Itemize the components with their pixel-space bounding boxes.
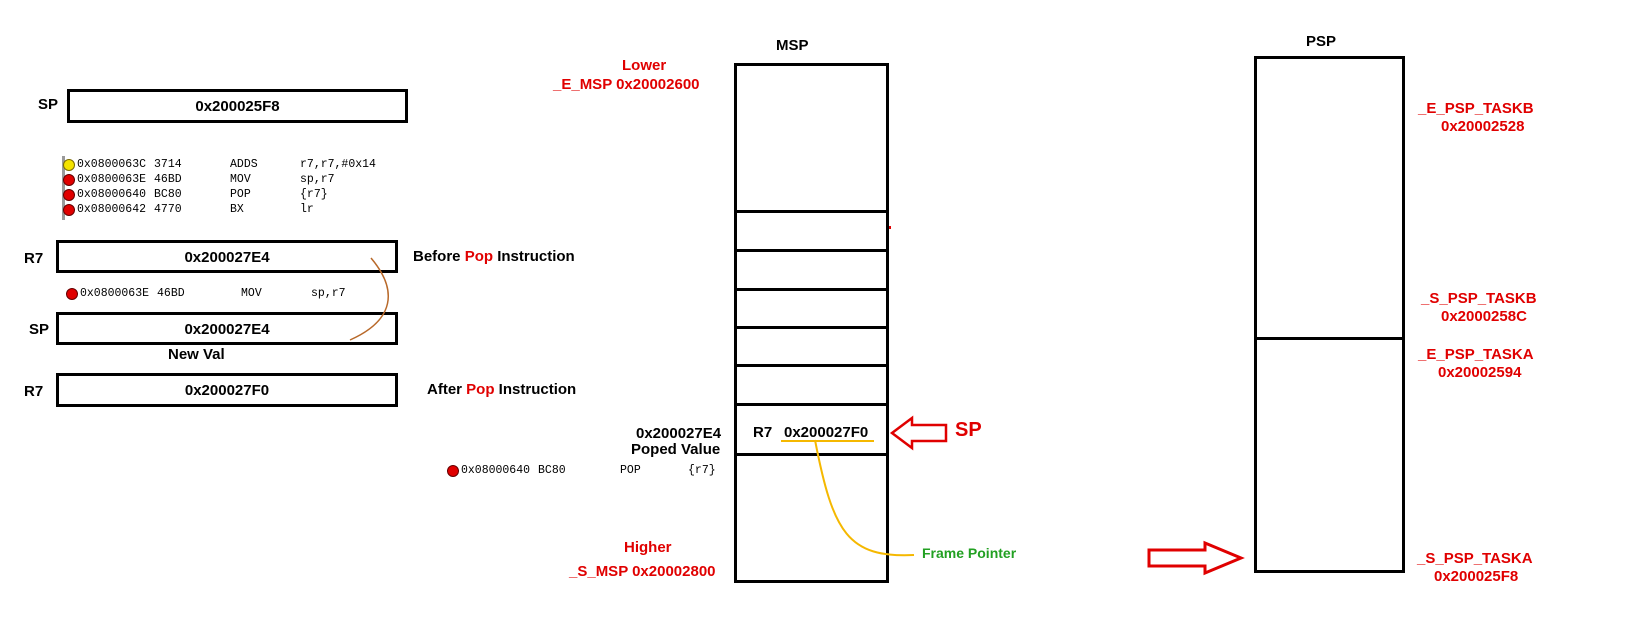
msp-higher-label: Higher — [624, 539, 672, 556]
asm-mnemonic: MOV — [241, 287, 262, 300]
asm-address: 0x0800063C — [77, 158, 147, 171]
psp-e-taska-label: _E_PSP_TASKA — [1418, 346, 1534, 363]
asm-address: 0x08000640 — [461, 464, 531, 477]
sp-new-box: 0x200027E4 — [56, 312, 398, 345]
new-val-label: New Val — [168, 346, 225, 363]
psp-e-taskb-addr: 0x20002528 — [1441, 118, 1525, 135]
asm-args: r7,r7,#0x14 — [300, 158, 376, 171]
asm-opcode: BC80 — [154, 188, 182, 201]
msp-slot-divider — [734, 326, 889, 329]
breakpoint-icon[interactable] — [63, 203, 75, 216]
current-instruction-arrow-icon — [63, 158, 75, 171]
asm-args: lr — [300, 203, 314, 216]
asm-mnemonic: POP — [620, 464, 641, 477]
sp-register-value: 0x200025F8 — [195, 97, 280, 115]
msp-slot-divider — [734, 364, 889, 367]
caption-text: Before — [413, 248, 465, 265]
msp-slot-divider — [734, 453, 889, 456]
frame-pointer-label: Frame Pointer — [922, 545, 1017, 561]
before-pop-caption: Before Pop Instruction — [413, 248, 575, 265]
asm-opcode: 3714 — [154, 158, 182, 171]
slot-address-label: 0x200027E4 — [636, 425, 722, 442]
mov-instruction-line[interactable]: 0x0800063E 46BD MOV sp,r7 — [66, 286, 346, 301]
asm-row[interactable]: 0x0800063C 3714 ADDS r7,r7,#0x14 — [63, 157, 376, 172]
caption-highlight: Pop — [466, 381, 495, 398]
asm-address: 0x08000640 — [77, 188, 147, 201]
poped-value-label: Poped Value — [631, 441, 721, 458]
pop-instruction-line[interactable]: 0x08000640 BC80 POP {r7} — [447, 463, 716, 478]
msp-lower-label: Lower — [622, 57, 667, 74]
asm-opcode: 46BD — [157, 287, 185, 300]
sp-new-label: SP — [29, 321, 50, 338]
breakpoint-icon[interactable] — [63, 173, 75, 186]
asm-opcode: 46BD — [154, 173, 182, 186]
sp-new-value: 0x200027E4 — [184, 321, 270, 338]
psp-pointer-arrow-icon — [1147, 540, 1245, 576]
msp-slot-divider — [734, 210, 889, 213]
msp-slot-divider — [734, 403, 889, 406]
r7-to-sp-curve — [349, 257, 390, 341]
caption-text: Instruction — [493, 248, 575, 265]
msp-stack — [734, 63, 889, 583]
msp-slot-divider — [734, 249, 889, 252]
asm-row[interactable]: 0x08000640 BC80 POP {r7} — [63, 187, 328, 202]
asm-listing: 0x0800063C 3714 ADDS r7,r7,#0x14 0x0800063E… — [62, 156, 422, 222]
asm-args: {r7} — [688, 464, 716, 477]
caption-highlight: Pop — [464, 248, 494, 265]
asm-args: {r7} — [300, 188, 328, 201]
asm-opcode: 4770 — [154, 203, 182, 216]
msp-slot-divider — [734, 288, 889, 291]
psp-s-taska-label: _S_PSP_TASKA — [1417, 550, 1533, 567]
r7-before-label: R7 — [24, 250, 44, 267]
sp-register-box: 0x200025F8 — [67, 89, 408, 123]
msp-slot-reg: R7 — [753, 424, 773, 441]
psp-title: PSP — [1306, 33, 1337, 50]
sp-label: SP — [38, 96, 59, 113]
r7-before-box: 0x200027E4 — [56, 240, 398, 273]
breakpoint-icon[interactable] — [447, 464, 459, 477]
asm-address: 0x08000642 — [77, 203, 147, 216]
breakpoint-icon[interactable] — [63, 188, 75, 201]
after-pop-caption: After Pop Instruction — [427, 381, 576, 398]
asm-args: sp,r7 — [311, 287, 346, 300]
msp-title: MSP — [776, 37, 809, 54]
asm-mnemonic: ADDS — [230, 158, 258, 171]
asm-gutter — [62, 156, 65, 220]
r7-before-value: 0x200027E4 — [184, 249, 270, 266]
psp-s-taskb-label: _S_PSP_TASKB — [1421, 290, 1537, 307]
asm-args: sp,r7 — [300, 173, 335, 186]
asm-row[interactable]: 0x0800063E 46BD MOV sp,r7 — [63, 172, 335, 187]
msp-end-label: _E_MSP 0x20002600 — [553, 76, 700, 93]
asm-address: 0x0800063E — [80, 287, 150, 300]
psp-s-taskb-addr: 0x2000258C — [1441, 308, 1527, 325]
sp-pointer-label: SP — [955, 419, 982, 441]
breakpoint-icon[interactable] — [66, 287, 78, 300]
asm-address: 0x0800063E — [77, 173, 147, 186]
slot-value-underline — [781, 440, 874, 442]
asm-row[interactable]: 0x08000642 4770 BX lr — [63, 202, 314, 217]
frame-pointer-curve — [814, 439, 915, 557]
psp-e-taska-addr: 0x20002594 — [1438, 364, 1522, 381]
msp-start-label: _S_MSP 0x20002800 — [569, 563, 716, 580]
asm-mnemonic: MOV — [230, 173, 251, 186]
psp-stack — [1254, 56, 1405, 573]
psp-e-taskb-label: _E_PSP_TASKB — [1418, 100, 1534, 117]
psp-s-taska-addr: 0x200025F8 — [1434, 568, 1519, 585]
caption-text: Instruction — [494, 381, 577, 398]
asm-opcode: BC80 — [538, 464, 566, 477]
asm-mnemonic: POP — [230, 188, 251, 201]
red-tick-mark — [889, 226, 891, 229]
msp-slot-value: 0x200027F0 — [784, 424, 869, 441]
psp-task-divider — [1254, 337, 1405, 340]
r7-after-value: 0x200027F0 — [184, 382, 270, 399]
caption-text: After — [427, 381, 467, 398]
sp-pointer-arrow-icon — [889, 415, 948, 451]
asm-mnemonic: BX — [230, 203, 244, 216]
r7-after-box: 0x200027F0 — [56, 373, 398, 407]
r7-after-label: R7 — [24, 383, 44, 400]
